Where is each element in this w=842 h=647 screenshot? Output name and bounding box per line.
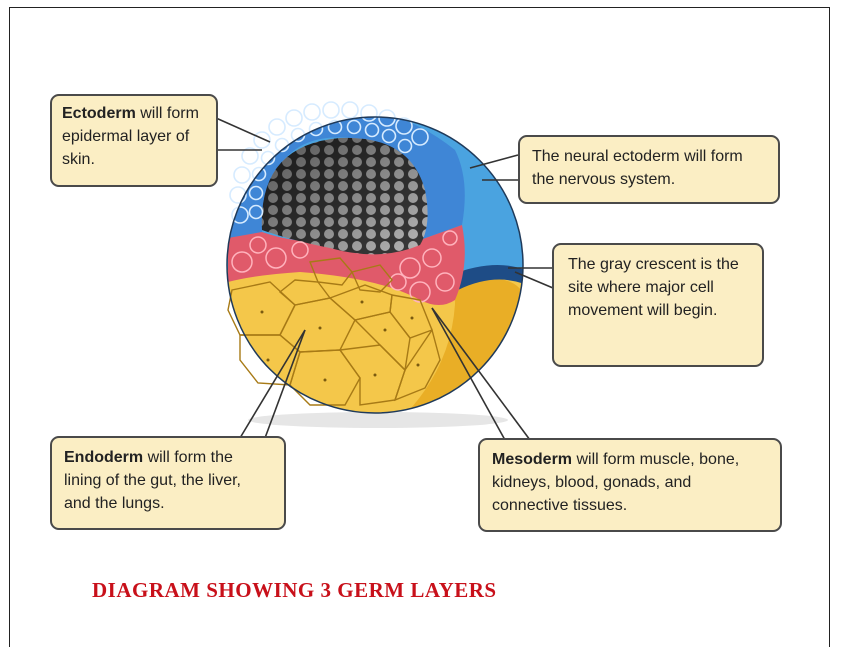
gray-crescent-callout: The gray crescent is the site where majo… [552,243,764,367]
ectoderm-term: Ectoderm [62,105,136,122]
mesoderm-callout: Mesoderm will form muscle, bone, kidneys… [478,438,782,532]
embryo [200,102,560,440]
endoderm-term: Endoderm [64,449,143,466]
mesoderm-term: Mesoderm [492,451,572,468]
ectoderm-leader [216,118,270,142]
neural-ectoderm-text: The neural ectoderm will form the nervou… [532,148,743,188]
ectoderm-callout: Ectoderm will form epidermal layer of sk… [50,94,218,187]
diagram-caption: DIAGRAM SHOWING 3 GERM LAYERS [92,578,497,603]
gray-crescent-text: The gray crescent is the site where majo… [568,256,739,319]
endoderm-callout: Endoderm will form the lining of the gut… [50,436,286,530]
neural-ectoderm-callout: The neural ectoderm will form the nervou… [518,135,780,204]
embryo-shadow [248,412,508,428]
